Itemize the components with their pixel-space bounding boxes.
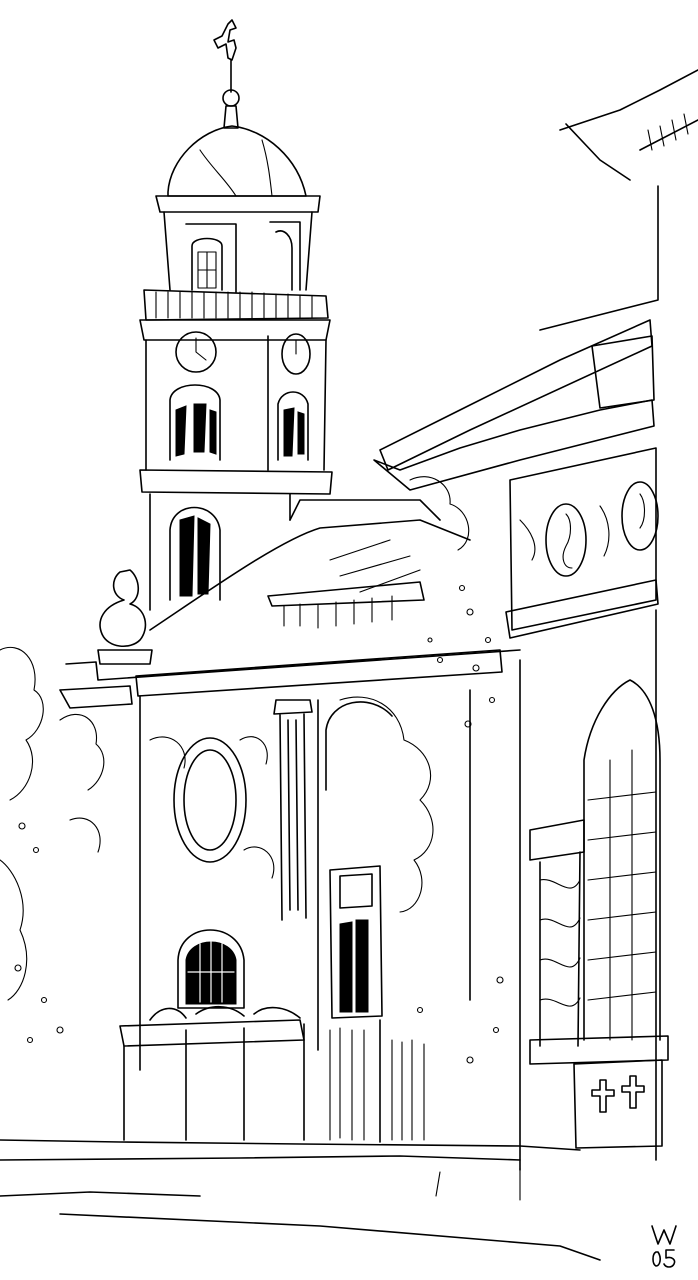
church-facade bbox=[59, 649, 521, 1143]
portico-window bbox=[583, 679, 661, 1041]
right-building bbox=[373, 69, 698, 1171]
balustrade bbox=[143, 289, 329, 321]
medallion-saint-left bbox=[545, 503, 587, 577]
urn-ornament bbox=[99, 569, 147, 647]
ground bbox=[0, 1139, 601, 1261]
lower-arched-window bbox=[177, 929, 245, 1009]
signature-year-mark bbox=[652, 1249, 676, 1268]
pilaster bbox=[273, 699, 313, 921]
medallion-saint-right bbox=[621, 481, 659, 551]
signature-initial-mark bbox=[651, 1225, 677, 1245]
nave-roof bbox=[97, 499, 471, 665]
weather-vane bbox=[213, 19, 237, 93]
trees bbox=[0, 476, 504, 1064]
dome bbox=[167, 125, 307, 197]
cross-carving-left bbox=[591, 1079, 615, 1113]
clock-face-right bbox=[281, 333, 311, 375]
cross-carving-right bbox=[621, 1075, 645, 1109]
column-shaft bbox=[539, 851, 581, 1047]
belfry-window bbox=[191, 237, 223, 291]
clock-face-left bbox=[175, 331, 217, 373]
bell-tower bbox=[139, 19, 333, 611]
oval-window bbox=[173, 737, 247, 863]
artist-signature bbox=[651, 1225, 677, 1268]
